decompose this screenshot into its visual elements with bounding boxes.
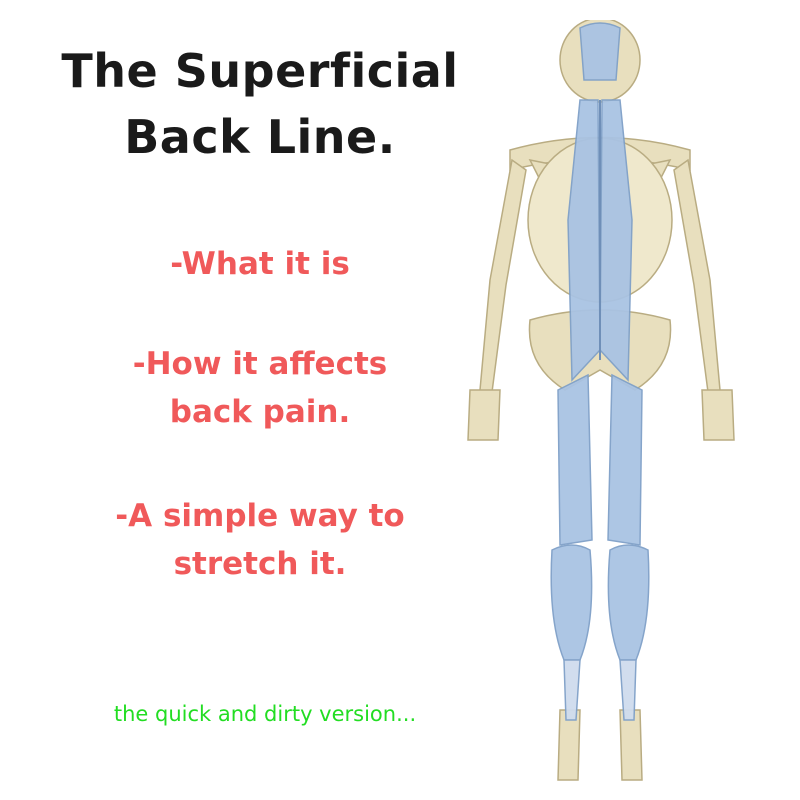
page-title: The Superficial Back Line. <box>30 38 490 170</box>
point-stretch: -A simple way to stretch it. <box>30 492 490 588</box>
tagline: the quick and dirty version... <box>113 702 417 726</box>
point-back-pain: -How it affects back pain. <box>30 340 490 436</box>
arm-left <box>479 158 527 393</box>
skeleton-illustration <box>467 20 735 781</box>
hand-right <box>701 389 735 441</box>
point-line: -What it is <box>170 246 350 282</box>
superficial-back-line-muscles <box>550 22 650 721</box>
hamstring-right <box>607 373 643 546</box>
calf-left <box>550 544 593 661</box>
point-what-it-is: -What it is <box>30 240 490 288</box>
calf-right <box>607 544 650 661</box>
title-line-1: The Superficial <box>61 44 459 98</box>
hand-left <box>467 389 501 441</box>
achilles-left <box>563 659 581 721</box>
erector-spinae-right <box>599 99 633 382</box>
hamstring-left <box>557 373 593 546</box>
point-line: -How it affects <box>132 346 388 382</box>
point-line: stretch it. <box>173 546 347 582</box>
point-line: back pain. <box>169 394 351 430</box>
achilles-right <box>619 659 637 721</box>
title-line-2: Back Line. <box>124 110 396 164</box>
arm-right <box>673 158 721 393</box>
erector-spinae-left <box>567 99 601 382</box>
scalp-fascia <box>579 22 621 81</box>
point-line: -A simple way to <box>115 498 405 534</box>
